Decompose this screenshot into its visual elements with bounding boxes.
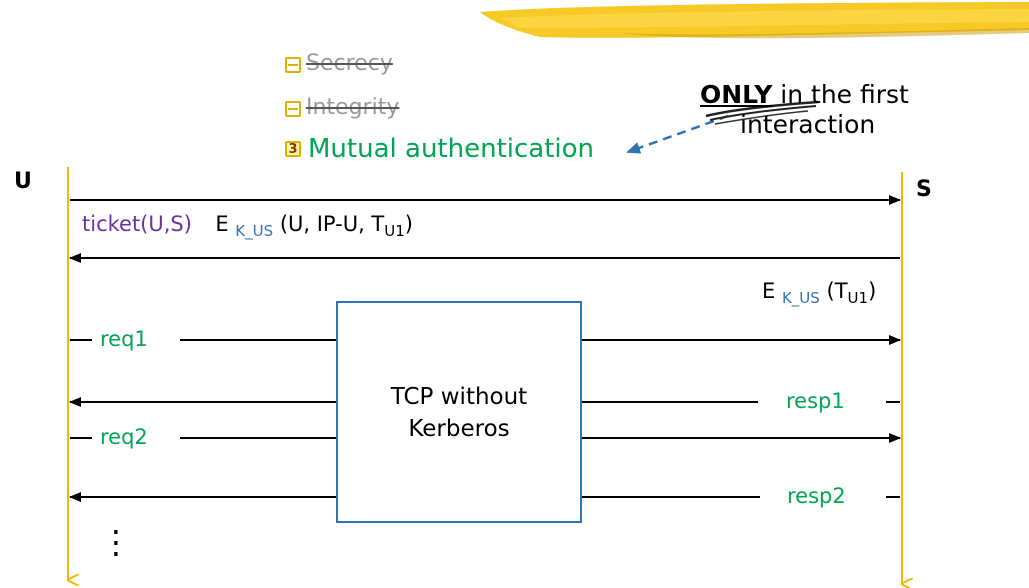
encrypt-symbol: E xyxy=(762,279,776,303)
timestamp-subscript: U1 xyxy=(384,222,405,240)
property-label: Mutual authentication xyxy=(308,134,595,164)
note-scribble xyxy=(705,100,819,125)
message-args: (U, IP-U, T xyxy=(279,212,385,236)
note-pointer-arrow xyxy=(626,114,729,154)
resp1-label: resp1 xyxy=(786,389,845,413)
req1-label: req1 xyxy=(100,327,148,351)
unchecked-box-icon xyxy=(285,57,301,73)
resp2-label: resp2 xyxy=(787,484,846,508)
header-brush-band xyxy=(480,2,1029,39)
box-line-2: Kerberos xyxy=(408,416,510,442)
message-reply-label: E K_US (TU1) xyxy=(762,279,877,306)
message-args-close: ) xyxy=(404,212,413,236)
ticket-text: ticket(U,S) xyxy=(82,212,192,236)
key-subscript: K_US xyxy=(781,289,820,307)
property-label: Secrecy xyxy=(306,51,393,76)
note-line-1-rest: in the first xyxy=(772,80,909,109)
numbered-bullet-icon: 3 xyxy=(285,141,301,157)
actor-server-label: S xyxy=(916,177,932,202)
box-line-1: TCP without xyxy=(390,384,528,410)
tcp-without-kerberos-box: TCP without Kerberos xyxy=(336,301,582,523)
actor-user-label: U xyxy=(14,169,32,194)
note-line-2: interaction xyxy=(740,110,876,139)
property-label: Integrity xyxy=(306,95,400,120)
message-args-close: ) xyxy=(868,279,877,303)
continuation-ellipsis: ⋮ xyxy=(100,523,132,561)
note-line-1: ONLY in the first xyxy=(700,82,909,107)
message-ticket-label: ticket(U,S) E K_US (U, IP-U, TU1) xyxy=(82,212,413,239)
message-args: (T xyxy=(826,279,848,303)
timestamp-subscript: U1 xyxy=(847,289,869,307)
note-emphasis: ONLY xyxy=(700,80,773,109)
unchecked-box-icon xyxy=(285,101,301,117)
encrypt-symbol: E xyxy=(215,212,229,236)
req2-label: req2 xyxy=(100,425,148,449)
key-subscript: K_US xyxy=(235,222,274,240)
